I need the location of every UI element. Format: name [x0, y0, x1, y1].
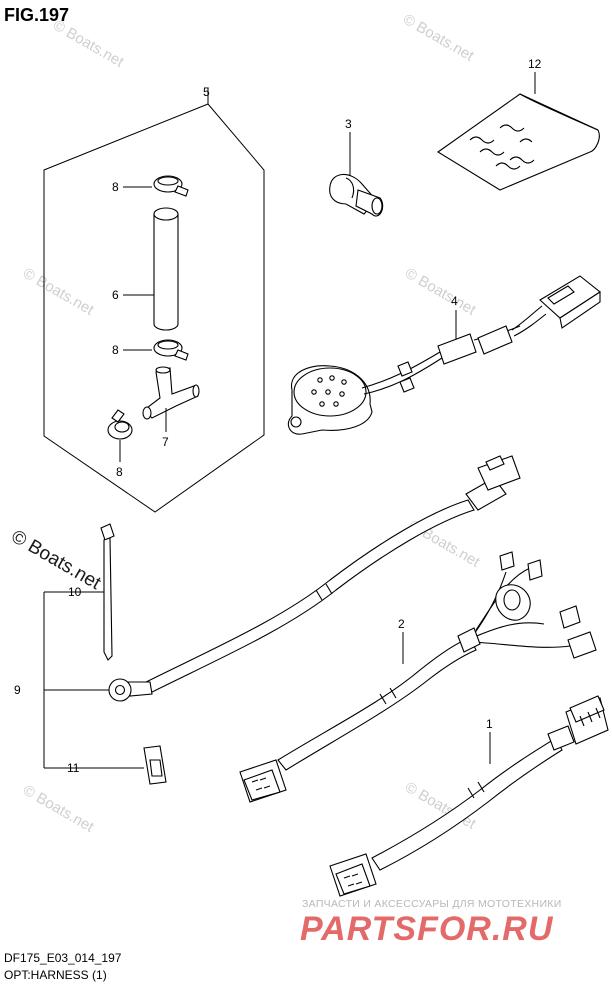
callout-7: 7 — [162, 435, 169, 449]
shop-brand: PARTSFOR.RU — [300, 910, 554, 948]
watermark: © Boats.net — [20, 265, 97, 319]
callout-12: 12 — [528, 57, 542, 71]
callout-9: 9 — [14, 683, 21, 697]
callout-8a: 8 — [112, 180, 119, 194]
clamp-8-bottom — [107, 409, 133, 440]
watermark: © Boats.net — [50, 17, 127, 71]
callout-8c: 8 — [116, 465, 123, 479]
part-10-cable-tie — [100, 523, 115, 661]
callout-2: 2 — [398, 617, 405, 631]
part-1-harness — [329, 695, 609, 897]
callout-8b: 8 — [112, 343, 119, 357]
callout-10: 10 — [68, 585, 82, 599]
callout-6: 6 — [112, 288, 119, 302]
clamp-8-middle — [153, 339, 189, 361]
buzzer-holes — [311, 375, 347, 407]
watermark: © Boats.net — [20, 782, 97, 836]
callout-3: 3 — [345, 117, 352, 131]
hose-6 — [153, 207, 179, 331]
part-12-bag: 12 — [437, 57, 600, 191]
watermark: © Boats.net — [400, 11, 477, 65]
part-4-buzzer: 4 — [287, 275, 601, 435]
watermark: © Boats.net — [402, 265, 479, 319]
callout-1: 1 — [486, 717, 493, 731]
part-3-grommet: 3 — [329, 117, 384, 217]
watermark-main: © Boats.net — [8, 526, 105, 594]
callout-5: 5 — [203, 85, 210, 99]
part-5-hose-kit: 5 8 6 8 7 — [43, 85, 265, 513]
shop-tagline: ЗАПЧАСТИ И АКСЕССУАРЫ ДЛЯ МОТОТЕХНИКИ — [302, 898, 562, 910]
t-joint-7 — [142, 366, 200, 420]
figure-title: FIG.197 — [4, 5, 69, 25]
callout-4: 4 — [451, 294, 458, 308]
part-9-ground-cable — [108, 455, 521, 702]
callout-11: 11 — [67, 761, 80, 775]
footer-caption: OPT:HARNESS (1) — [4, 968, 107, 982]
footer-model-code: DF175_E03_014_197 — [4, 951, 122, 965]
part-2-harness — [239, 551, 597, 803]
clamp-8-top — [153, 175, 189, 197]
part-11-cap — [143, 745, 167, 785]
